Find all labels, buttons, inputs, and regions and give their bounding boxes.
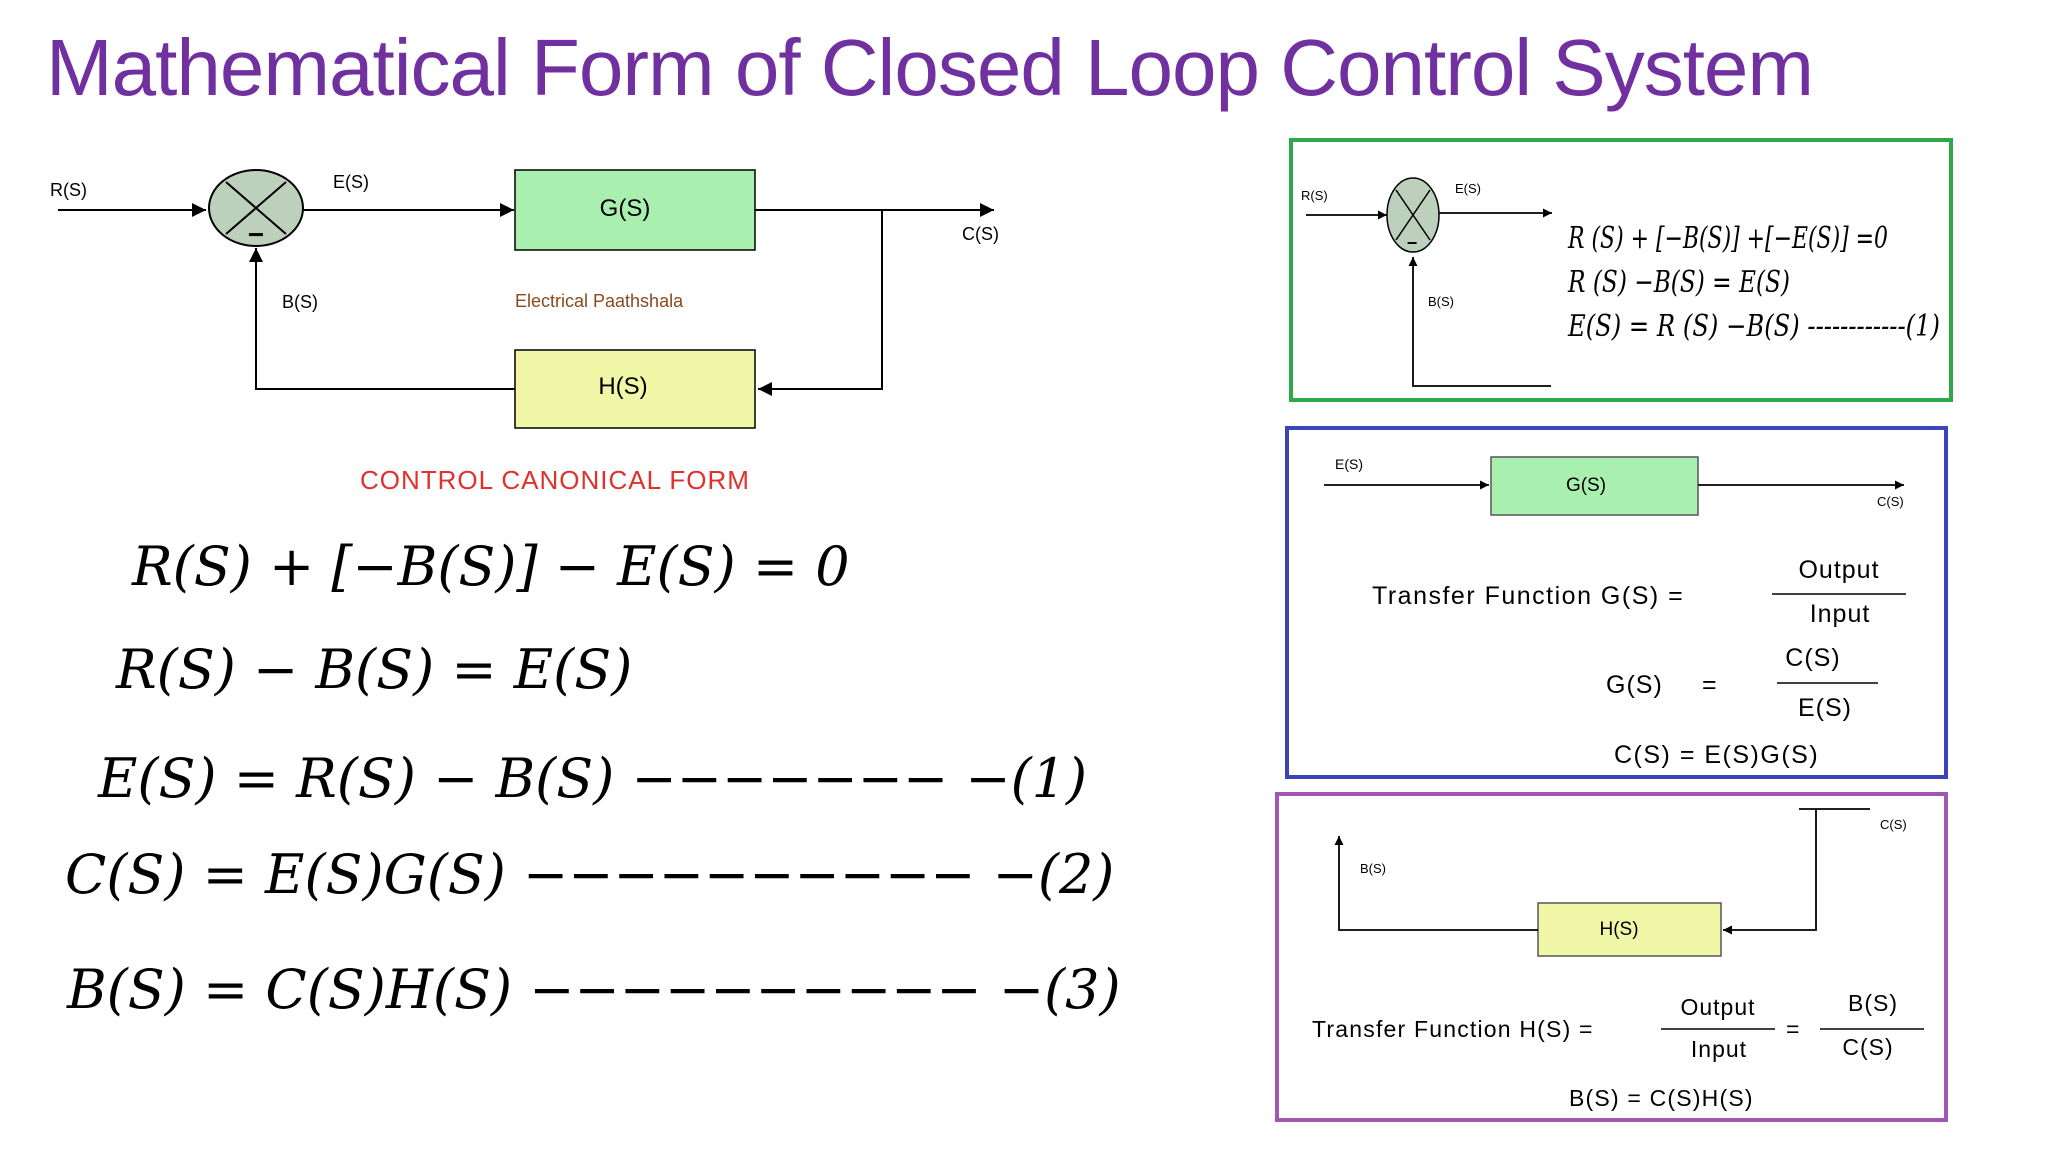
equation-3: E(S) = R(S) − B(S) −−−−−−− −(1)	[97, 747, 1087, 810]
panel3-tf-label: Transfer Function H(S) =	[1312, 1016, 1594, 1042]
diagram-caption: CONTROL CANONICAL FORM	[360, 465, 750, 495]
main-summing-junction: −	[208, 169, 304, 250]
equation-list: R(S) + [−B(S)] − E(S) = 0 R(S) − B(S) = …	[65, 535, 1121, 1021]
main-h-label: H(S)	[598, 373, 647, 400]
main-watermark: Electrical Paathshala	[515, 291, 684, 311]
panel-feedback-path: C(S) H(S) B(S) Transfer Function H(S) = …	[1275, 792, 1948, 1122]
panel2-tf-label: Transfer Function G(S) =	[1372, 582, 1684, 610]
panel-forward-path: E(S) G(S) C(S) Transfer Function G(S) = …	[1285, 426, 1948, 779]
equation-2: R(S) − B(S) = E(S)	[115, 638, 632, 701]
panel2-g-equals: =	[1702, 671, 1717, 699]
panel2-input-label: E(S)	[1335, 456, 1363, 472]
main-feedback-label: B(S)	[282, 292, 318, 312]
panel3-equals: =	[1786, 1016, 1799, 1042]
panel1-error-label: E(S)	[1455, 181, 1481, 196]
panel2-result: C(S) = E(S)G(S)	[1614, 741, 1819, 769]
main-input-label: R(S)	[50, 180, 87, 200]
panel3-h-block	[1537, 902, 1722, 957]
main-error-label: E(S)	[333, 172, 369, 192]
panel2-tf-denominator: Input	[1810, 600, 1871, 628]
panel1-equation-2: R (S) −B(S) = E(S)	[1567, 265, 1790, 300]
equation-4: C(S) = E(S)G(S) −−−−−−−−−− −(2)	[65, 843, 1114, 906]
panel1-input-label: R(S)	[1301, 188, 1328, 203]
main-minus-sign: −	[248, 219, 264, 250]
equation-1: R(S) + [−B(S)] − E(S) = 0	[131, 535, 850, 598]
panel2-g-block	[1490, 456, 1699, 516]
panel3-feedback-label: B(S)	[1360, 861, 1386, 876]
panel3-tf-numerator: Output	[1680, 994, 1755, 1020]
panel1-feedback-label: B(S)	[1428, 294, 1454, 309]
panel2-output-label: C(S)	[1877, 494, 1904, 509]
panel1-equation-1: R (S) + [−B(S)] +[−E(S)] =0	[1567, 221, 1888, 256]
slide-title: Mathematical Form of Closed Loop Control…	[46, 23, 1814, 112]
equation-5: B(S) = C(S)H(S) −−−−−−−−−− −(3)	[66, 958, 1121, 1021]
main-feedback-path-left	[249, 248, 515, 390]
panel1-minus-sign: −	[1407, 233, 1418, 253]
panel2-g-symbol: G(S)	[1606, 671, 1663, 699]
panel3-h-denominator: C(S)	[1842, 1034, 1893, 1060]
panel3-result: B(S) = C(S)H(S)	[1569, 1085, 1754, 1111]
main-feedback-path-right	[758, 210, 883, 396]
panel1-equation-3: E(S) = R (S) −B(S) ------------(1)	[1567, 309, 1940, 344]
panel1-summing-junction: −	[1386, 177, 1440, 253]
panel2-g-denominator: E(S)	[1798, 694, 1852, 722]
panel3-h-label: H(S)	[1599, 919, 1638, 940]
main-h-block	[514, 349, 756, 429]
panel3-h-numerator: B(S)	[1848, 990, 1898, 1016]
panel3-output-label: C(S)	[1880, 817, 1907, 832]
main-g-label: G(S)	[600, 195, 651, 222]
panel3-tf-denominator: Input	[1691, 1036, 1747, 1062]
main-output-label: C(S)	[962, 224, 999, 244]
panel2-g-label: G(S)	[1566, 475, 1606, 496]
panel2-tf-numerator: Output	[1798, 556, 1879, 584]
main-block-diagram: R(S) − E(S) G(S) C(S) H(S) B(S) Electric…	[50, 169, 999, 429]
panel2-g-numerator: C(S)	[1785, 644, 1840, 672]
panel-summing-point: R(S) − E(S) B(S) R (S) + [−B(S)] +[−E(S)…	[1289, 138, 1953, 402]
